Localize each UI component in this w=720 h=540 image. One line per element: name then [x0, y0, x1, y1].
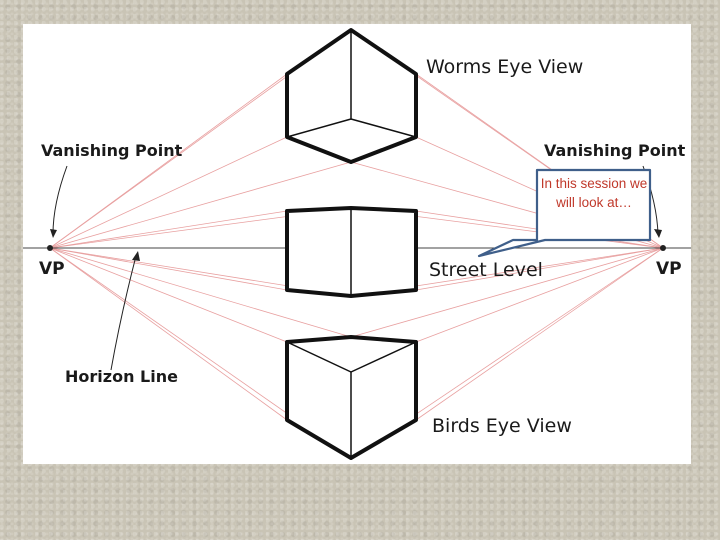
arrow-vanishing-left — [52, 165, 68, 235]
birds-eye-label: Birds Eye View — [432, 415, 572, 437]
arrow-horizon-line — [110, 255, 137, 371]
vanishing-point-right-dot — [660, 245, 666, 251]
slide-panel: Worms Eye View Street Level Birds Eye Vi… — [23, 24, 691, 464]
vp-left-label: VP — [39, 259, 65, 279]
perspective-guides — [49, 29, 664, 459]
callout-bubble — [477, 168, 652, 258]
vp-right-label: VP — [656, 259, 682, 279]
perspective-diagram — [23, 28, 691, 460]
birds-eye-cube — [285, 335, 418, 460]
vanishing-point-left-dot — [47, 245, 53, 251]
callout-text: In this session we will look at… — [540, 176, 648, 210]
worms-eye-cube — [285, 28, 418, 164]
street-level-label: Street Level — [429, 259, 543, 281]
worms-eye-label: Worms Eye View — [426, 56, 584, 78]
vanishing-point-right-label: Vanishing Point — [544, 141, 686, 160]
horizon-line-label: Horizon Line — [65, 367, 178, 386]
vanishing-point-left-label: Vanishing Point — [41, 141, 183, 160]
street-level-cube — [285, 206, 418, 298]
